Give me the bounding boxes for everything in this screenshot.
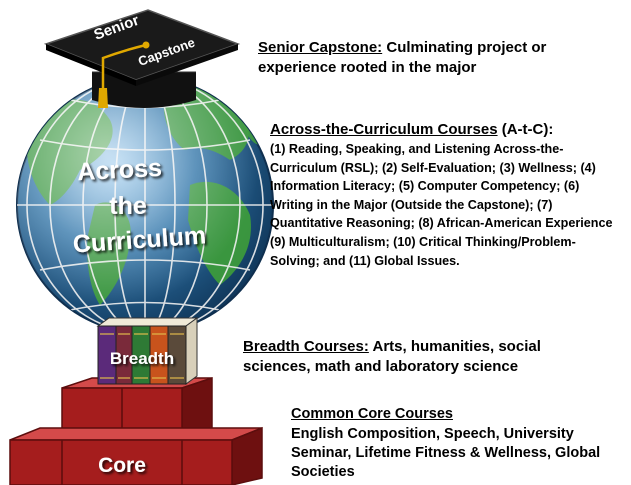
senior-capstone-title: Senior Capstone: — [258, 39, 383, 56]
core-bricks: Core — [9, 376, 263, 485]
breadth-label: Breadth — [110, 349, 174, 368]
common-core-title: Common Core Courses — [291, 406, 453, 422]
across-curriculum-suffix: (A-t-C): — [501, 121, 554, 138]
globe-label-line2: the — [109, 192, 147, 220]
across-curriculum-description: Across-the-Curriculum Courses (A-t-C): (… — [270, 120, 620, 270]
senior-capstone-text: Culminating project or experience rooted… — [258, 39, 547, 76]
core-label: Core — [98, 454, 146, 477]
across-curriculum-text: (1) Reading, Speaking, and Listening Acr… — [270, 142, 613, 268]
common-core-description: Common Core Courses English Composition,… — [291, 405, 631, 482]
senior-capstone-description: Senior Capstone: Culminating project or … — [258, 38, 598, 78]
globe-label-line1: Across — [77, 154, 163, 186]
breadth-courses-text: Arts, humanities, social sciences, math … — [243, 338, 541, 375]
breadth-books: Breadth — [96, 317, 199, 385]
senior-capstone-cap: Senior Capstone — [43, 9, 241, 108]
across-curriculum-globe: Across the Curriculum — [16, 76, 274, 334]
across-curriculum-title: Across-the-Curriculum Courses — [270, 121, 498, 138]
common-core-text: English Composition, Speech, University … — [291, 426, 601, 480]
breadth-courses-description: Breadth Courses: Arts, humanities, socia… — [243, 337, 603, 377]
breadth-courses-title: Breadth Courses: — [243, 338, 369, 355]
